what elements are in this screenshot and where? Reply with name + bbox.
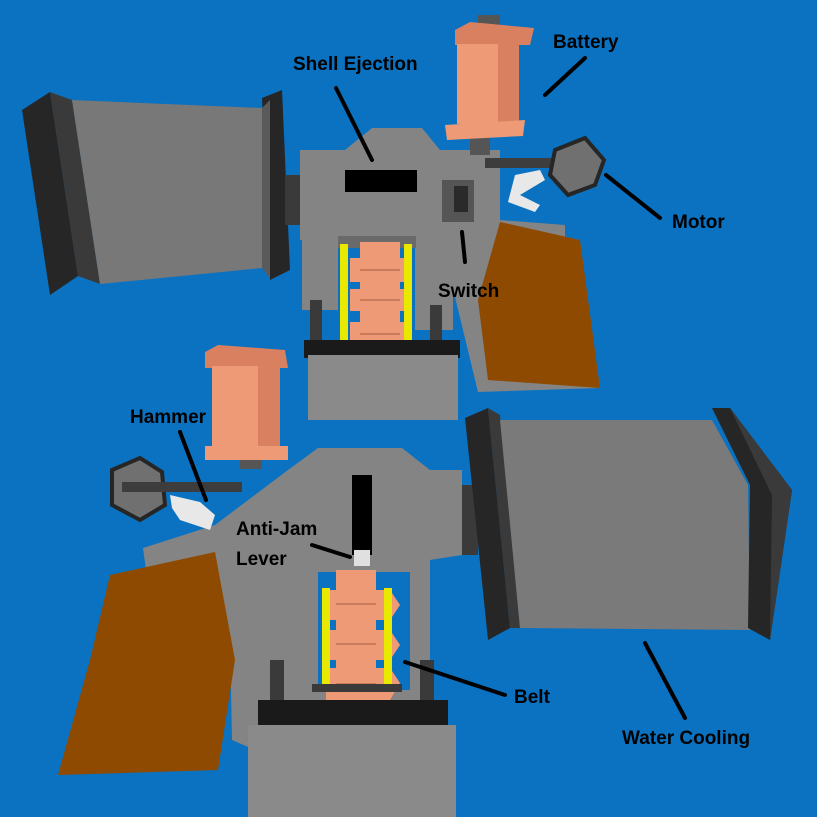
motor-leader [604,173,662,220]
labels: Battery Shell Ejection Motor Switch Hamm… [130,32,750,749]
lower-motor [110,455,242,530]
switch-leader [460,230,467,264]
upper-motor [485,135,607,212]
lower-water-cooling-jacket [458,408,792,640]
lower-feed-box [248,660,456,817]
belt-label: Belt [514,687,551,708]
upper-gun [22,15,607,420]
shell-ejection-label: Shell Ejection [293,54,418,75]
lower-battery [205,345,288,469]
motor-label: Motor [672,212,725,233]
lower-stock [58,552,235,775]
switch-label: Switch [438,281,499,302]
battery-label: Battery [553,32,619,53]
belt-leader [403,660,507,697]
leader-lines [178,56,687,720]
upper-stock [440,222,600,392]
battery-leader [543,56,587,97]
upper-belt [338,242,415,358]
upper-battery [445,15,534,155]
hammer-leader [178,430,208,502]
lower-gun [58,345,792,817]
anti-jam-leader [310,543,352,559]
hammer-label: Hammer [130,407,207,428]
upper-water-cooling-jacket [22,90,303,295]
water-cooling-label: Water Cooling [622,728,750,749]
upper-receiver [300,128,565,330]
shell-ejection-leader [334,86,374,162]
water-cooling-leader [643,641,687,720]
upper-feed-box [304,300,460,420]
upper-shell-ejection-port [345,170,417,192]
anti-jam-label-line2: Lever [236,549,287,570]
anti-jam-label-line1: Anti-Jam [236,519,317,540]
anti-jam-lever [354,550,370,566]
upper-switch [442,180,474,222]
